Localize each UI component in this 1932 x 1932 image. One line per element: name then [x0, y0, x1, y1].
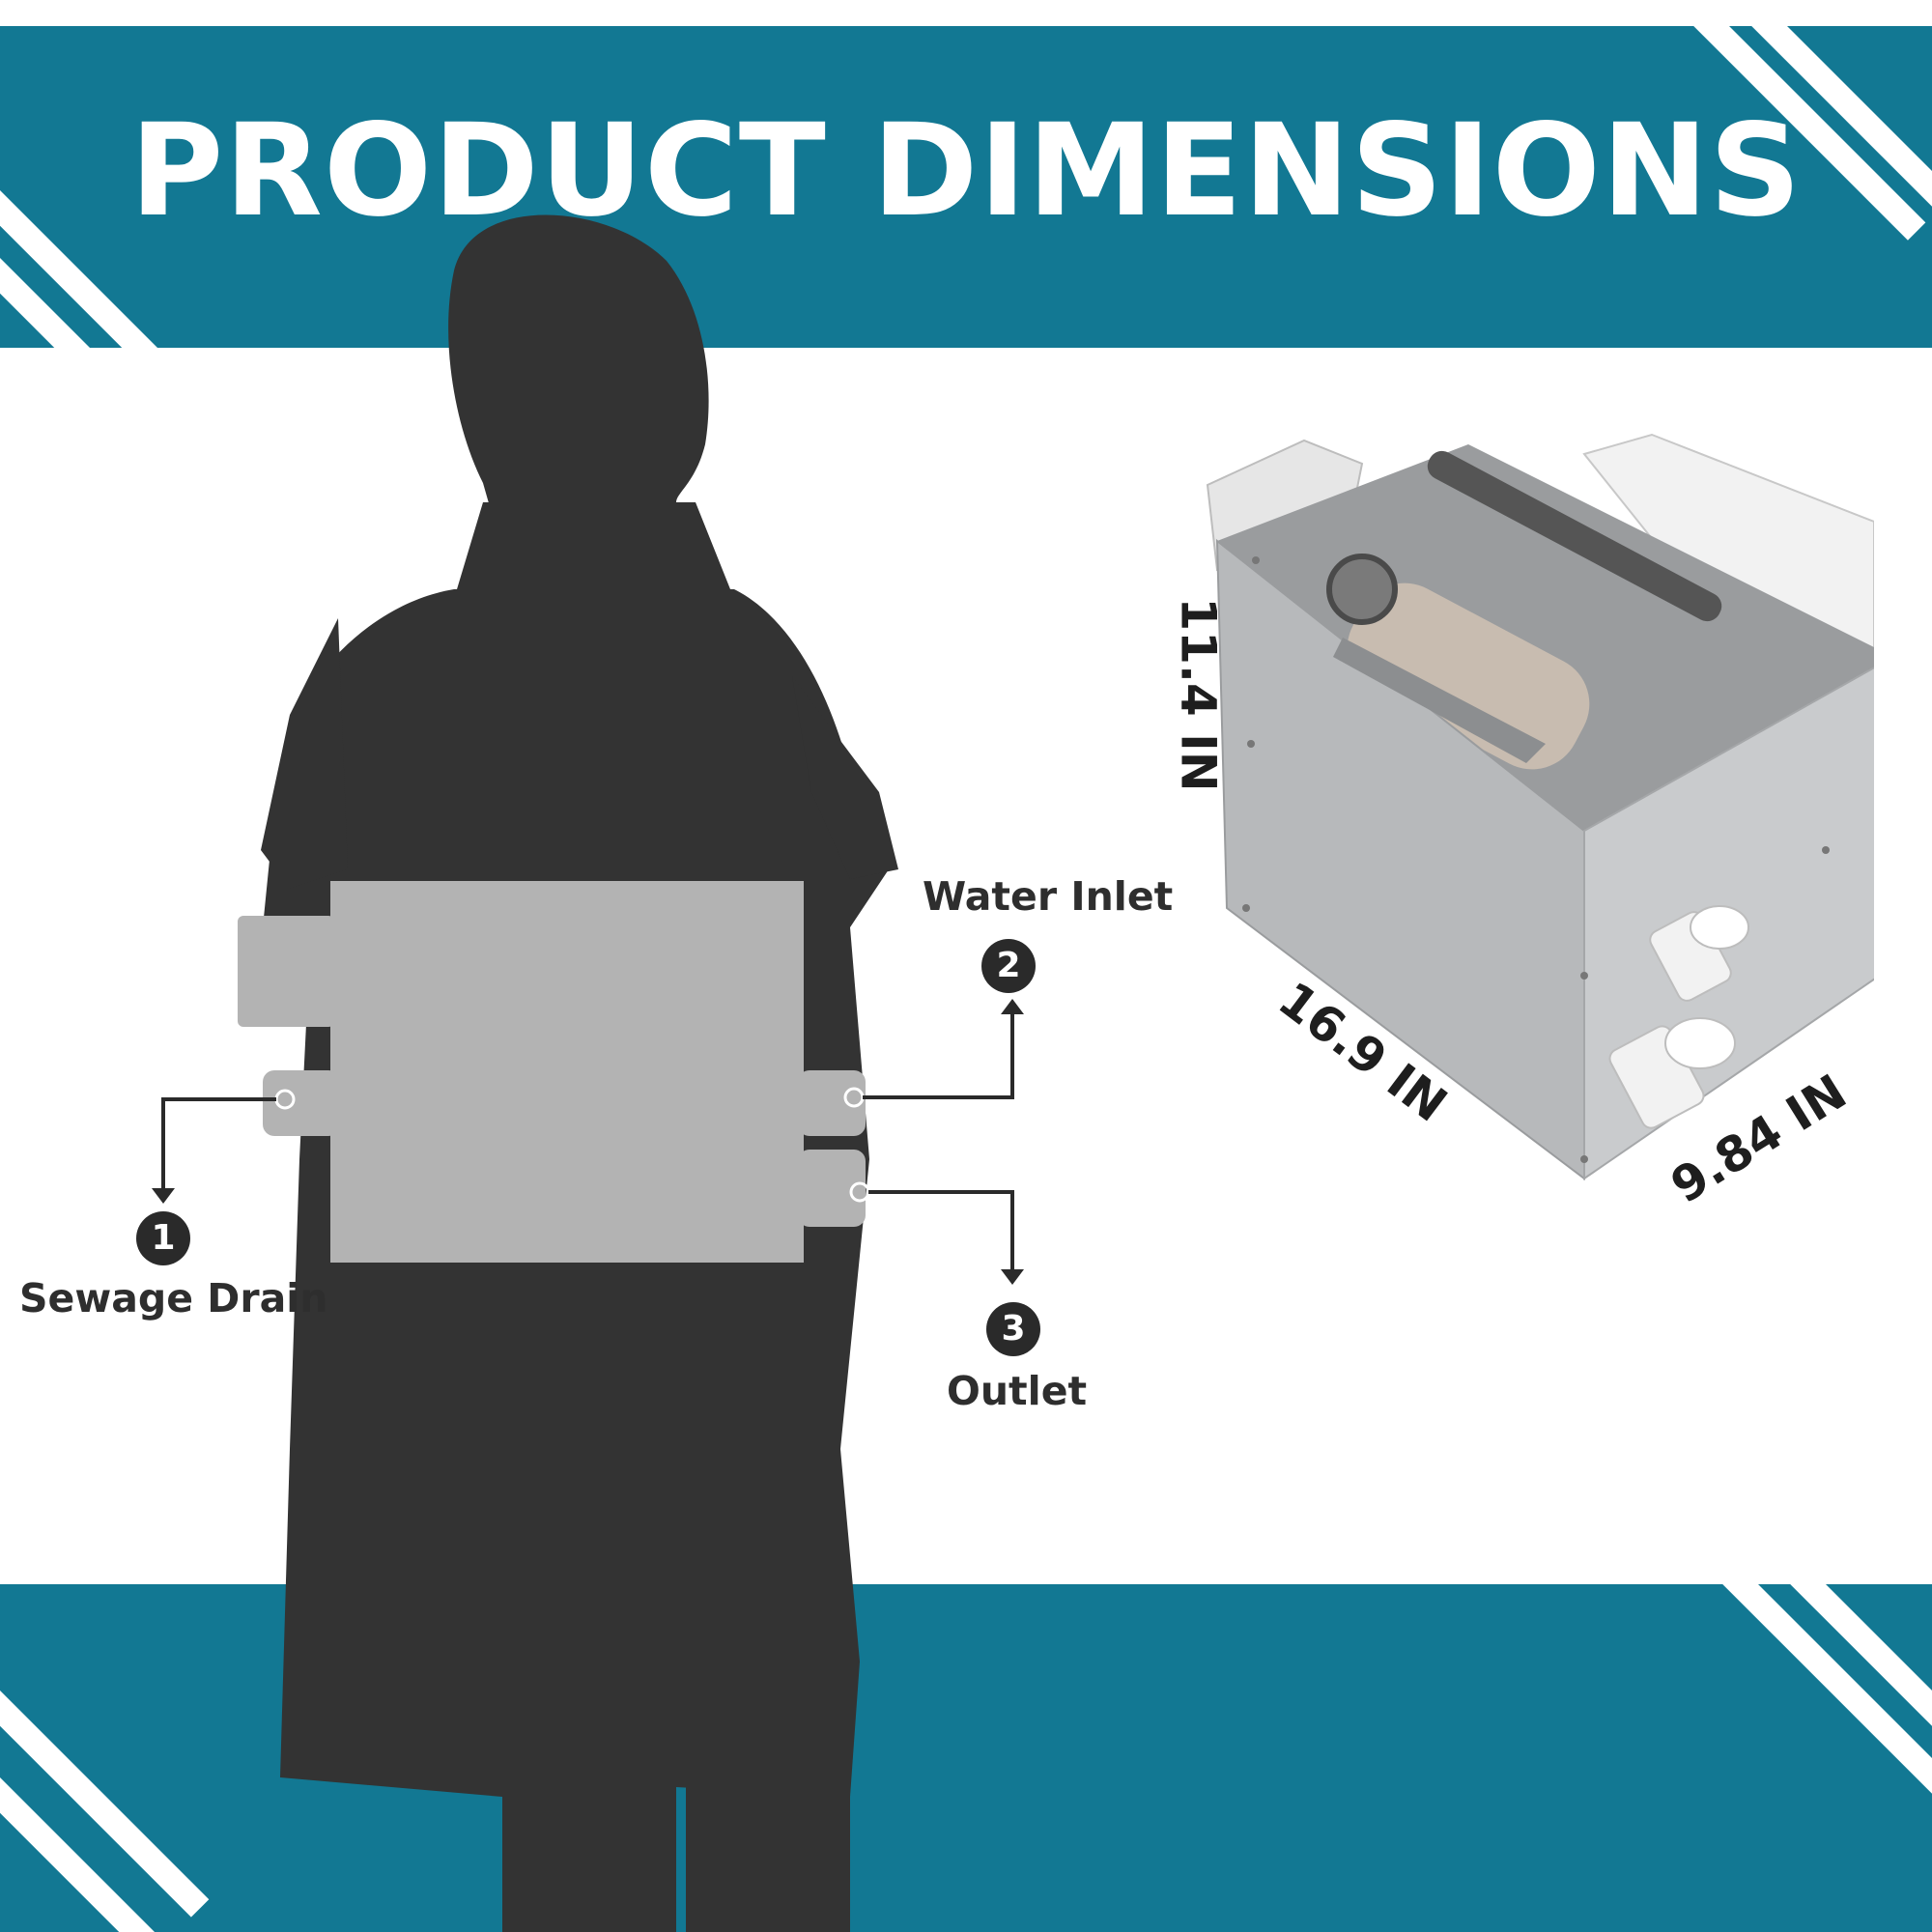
- unit-top-face: [1217, 444, 1874, 831]
- product-illustration: [1206, 433, 1874, 1181]
- unit-pipe-lower: [1608, 1017, 1736, 1129]
- water-inlet-leader: [863, 1012, 1014, 1099]
- outlet-arrowhead: [1001, 1269, 1024, 1285]
- callout-badge-2: 2: [981, 939, 1036, 993]
- internal-gear: [1326, 554, 1398, 625]
- sewage-drain-arrowhead: [152, 1188, 175, 1204]
- outlet-pipe: [798, 1150, 866, 1227]
- water-inlet-label: Water Inlet: [923, 873, 1174, 920]
- unit-lid-lip: [1333, 638, 1546, 763]
- unit-body: [330, 881, 804, 1263]
- water-inlet-pipe: [798, 1070, 866, 1136]
- page-title: PRODUCT DIMENSIONS: [129, 97, 1803, 245]
- water-inlet-arrowhead: [1001, 999, 1024, 1014]
- sewage-drain-pipe: [263, 1070, 340, 1136]
- sewage-drain-label: Sewage Drain: [19, 1275, 328, 1321]
- internal-shaft: [1427, 450, 1722, 622]
- unit-motor-housing: [238, 916, 334, 1027]
- dimension-height: 11.4 IN: [1170, 597, 1227, 792]
- internal-drum: [1347, 582, 1590, 770]
- sewage-drain-leader: [161, 1097, 276, 1190]
- unit-pipe-upper: [1649, 905, 1749, 1002]
- callout-badge-1: 1: [136, 1211, 190, 1265]
- top-banner: [0, 26, 1932, 348]
- outlet-label: Outlet: [947, 1368, 1088, 1414]
- outlet-leader: [868, 1190, 1014, 1271]
- callout-badge-3: 3: [986, 1302, 1040, 1356]
